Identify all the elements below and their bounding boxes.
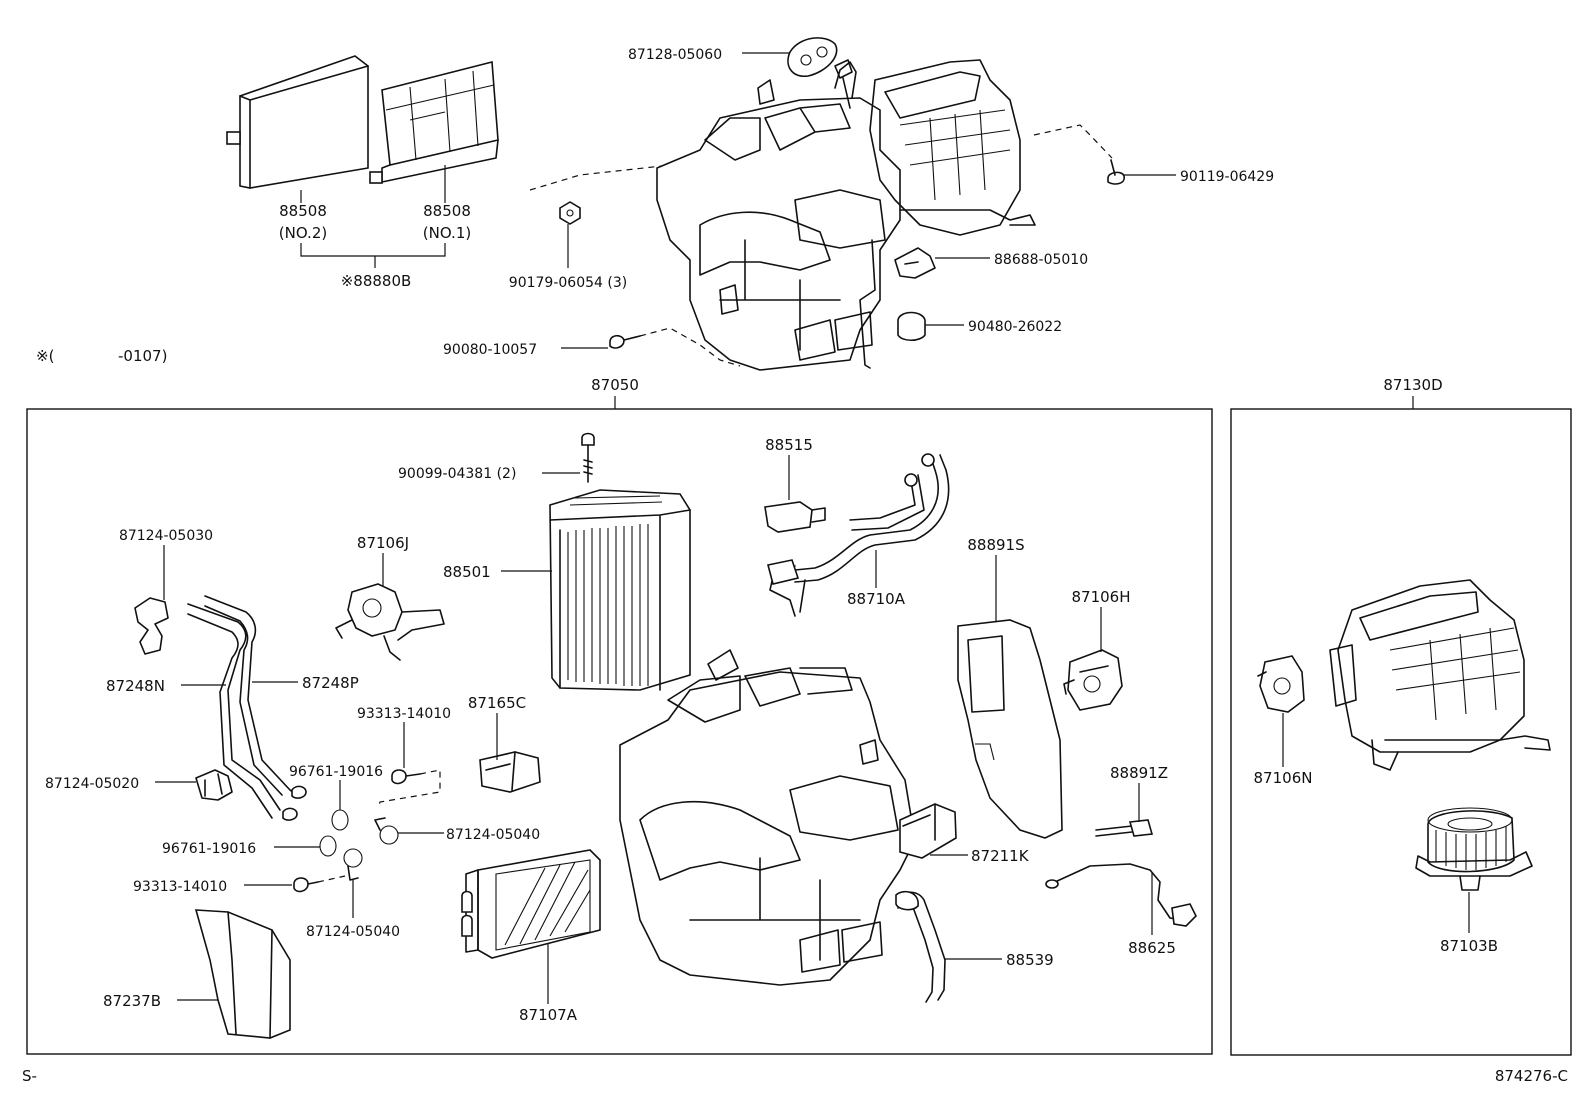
group-label-87050: 87050 — [591, 376, 639, 394]
screw-93313-14010-b — [293, 877, 319, 893]
dash-90119 — [1033, 124, 1113, 159]
dash-90179 — [529, 165, 663, 191]
label-88625: 88625 — [1128, 939, 1176, 957]
label-88891s: 88891S — [967, 536, 1024, 554]
filter-set-bracket — [300, 243, 446, 268]
nut-90179-06054 — [559, 201, 581, 225]
grommet-87128-05060 — [787, 37, 838, 77]
label-93313-14010-a: 93313-14010 — [357, 706, 451, 722]
sensor-88891z — [1095, 819, 1154, 837]
clip-87124-05020 — [195, 769, 233, 801]
label-88710a: 88710A — [847, 590, 906, 608]
label-no1: (NO.1) — [423, 224, 471, 242]
top-unit-assembly — [656, 59, 1036, 371]
connector-87165c — [479, 751, 541, 793]
label-87124-05030: 87124-05030 — [119, 528, 213, 544]
note-mark: ※( — [36, 347, 54, 365]
servo-87106h — [1063, 649, 1123, 711]
clip-87124-05030 — [134, 597, 169, 655]
blower-motor-87103b — [1415, 807, 1533, 891]
cover-87237b — [194, 909, 291, 1039]
label-87211k: 87211K — [971, 847, 1030, 865]
label-88515: 88515 — [765, 436, 813, 454]
screw-93313-14010-a — [391, 769, 421, 785]
label-87107a: 87107A — [519, 1006, 578, 1024]
evaporator-88501 — [549, 489, 691, 691]
tube-88710a — [767, 453, 950, 617]
label-no2: (NO.2) — [279, 224, 327, 242]
label-87103b: 87103B — [1440, 937, 1498, 955]
note-text: -0107) — [118, 347, 167, 365]
dash-93313-a — [377, 769, 441, 809]
bracket-88688-05010 — [894, 247, 936, 279]
label-87106n: 87106N — [1254, 769, 1313, 787]
grommet-90480-26022 — [897, 311, 926, 342]
label-88501: 88501 — [443, 563, 491, 581]
servo-87106j — [335, 583, 445, 661]
label-90080-10057: 90080-10057 — [443, 342, 537, 358]
oring-96761-19016-a — [331, 809, 349, 831]
label-87165c: 87165C — [468, 694, 526, 712]
label-87248n: 87248N — [106, 677, 165, 695]
label-88508-a: 88508 — [279, 202, 327, 220]
label-88688-05010: 88688-05010 — [994, 252, 1088, 268]
clamp-87124-05040-a — [374, 817, 399, 845]
blower-assembly-87130d — [1329, 579, 1551, 771]
expansion-valve-88515 — [764, 501, 826, 533]
group-frame-87130d — [1230, 408, 1572, 1056]
label-87124-05040-a: 87124-05040 — [446, 827, 540, 843]
label-87106h: 87106H — [1072, 588, 1131, 606]
air-filter-no2 — [226, 55, 369, 189]
seal-88891s — [957, 619, 1063, 839]
air-filter-no1 — [369, 60, 499, 184]
unit-case-lower — [619, 649, 916, 986]
drain-hose-88539 — [895, 890, 946, 1003]
screw-90119-06429 — [1107, 159, 1125, 185]
clamp-87124-05040-b — [343, 848, 363, 881]
label-90480-26022: 90480-26022 — [968, 319, 1062, 335]
label-90099-04381: 90099-04381 (2) — [398, 466, 516, 482]
screw-90080-10057 — [609, 334, 641, 349]
clip-top — [834, 59, 853, 109]
thermistor-88625 — [1045, 863, 1197, 927]
label-87124-05040-b: 87124-05040 — [306, 924, 400, 940]
label-88880b: ※88880B — [341, 272, 412, 290]
label-88891z: 88891Z — [1110, 764, 1168, 782]
label-88508-b: 88508 — [423, 202, 471, 220]
servo-87106n — [1257, 655, 1305, 713]
footer-right: 874276-C — [1495, 1067, 1568, 1085]
label-87128-05060: 87128-05060 — [628, 47, 722, 63]
label-88539: 88539 — [1006, 951, 1054, 969]
label-87124-05020: 87124-05020 — [45, 776, 139, 792]
label-87248p: 87248P — [302, 674, 359, 692]
heater-core-87107a — [461, 849, 601, 959]
label-96761-19016-b: 96761-19016 — [162, 841, 256, 857]
footer-left: S- — [22, 1067, 37, 1085]
label-87237b: 87237B — [103, 992, 161, 1010]
dash-90080 — [639, 327, 741, 367]
label-96761-19016-a: 96761-19016 — [289, 764, 383, 780]
oring-96761-19016-b — [319, 835, 337, 857]
group-frame-87050 — [26, 408, 1213, 1055]
label-90179-06054: 90179-06054 (3) — [509, 275, 627, 291]
group-label-87130d: 87130D — [1383, 376, 1442, 394]
label-93313-14010-b: 93313-14010 — [133, 879, 227, 895]
actuator-87211k — [899, 803, 957, 859]
label-87106j: 87106J — [357, 534, 409, 552]
dash-93313-b — [317, 875, 346, 883]
label-90119-06429: 90119-06429 — [1180, 169, 1274, 185]
pipe-87248 — [187, 595, 307, 821]
bolt-90099-04381 — [581, 432, 595, 483]
